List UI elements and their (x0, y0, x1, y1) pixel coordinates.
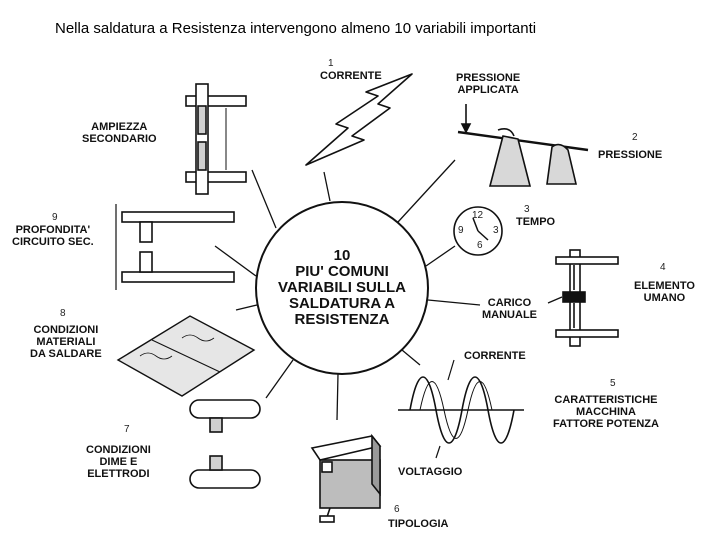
number-1: 1 (328, 58, 334, 69)
carico-pointer (547, 296, 563, 304)
spoke-elemento (427, 299, 481, 306)
label-pressione-applicata: PRESSIONE APPLICATA (456, 72, 521, 96)
label-tempo: TEMPO (516, 216, 556, 228)
number-5: 5 (610, 378, 616, 389)
number-6: 6 (394, 504, 400, 515)
spoke-tipologia (336, 373, 339, 421)
number-2: 2 (632, 132, 638, 143)
label-ampiezza: AMPIEZZA SECONDARIO (82, 121, 157, 145)
secondary-width-icon (185, 83, 247, 195)
center-line: RESISTENZA (294, 311, 390, 328)
spoke-materiali (235, 304, 258, 311)
sheet-material-icon (116, 315, 256, 397)
transformer-icon (310, 433, 382, 523)
label-corrente-onda: CORRENTE (464, 350, 526, 362)
number-8: 8 (60, 308, 66, 319)
spoke-caratteristiche (401, 349, 421, 366)
clock-icon (453, 206, 503, 256)
center-label: 10 PIU' COMUNI VARIABILI SULLA SALDATURA… (250, 248, 434, 328)
number-3: 3 (524, 204, 530, 215)
waveform-icon (398, 359, 524, 459)
label-dime-elettrodi: CONDIZIONI DIME E ELETTRODI (86, 444, 151, 480)
center-circle (255, 201, 429, 375)
label-voltaggio: VOLTAGGIO (398, 466, 463, 478)
number-7: 7 (124, 424, 130, 435)
center-line: 10 (333, 247, 351, 264)
number-4: 4 (660, 262, 666, 273)
spoke-profondita (214, 245, 257, 277)
label-elemento-umano: ELEMENTO UMANO (634, 280, 695, 304)
label-materiali: CONDIZIONI MATERIALI DA SALDARE (30, 324, 102, 360)
manual-clamp-icon (555, 249, 619, 347)
spokes (214, 159, 481, 421)
electrodes-icon (189, 399, 261, 489)
spoke-pressione (397, 159, 456, 223)
label-caratteristiche: CARATTERISTICHE MACCHINA FATTORE POTENZA (553, 394, 659, 430)
label-pressione: PRESSIONE (598, 149, 663, 161)
label-corrente: CORRENTE (320, 70, 382, 82)
clock-number-12: 12 (472, 210, 484, 221)
center-line: SALDATURA A (288, 295, 396, 312)
center-line: PIU' COMUNI (295, 263, 389, 280)
spoke-tempo (425, 245, 456, 267)
clock-number-6: 6 (477, 240, 483, 251)
label-tipologia: TIPOLOGIA (388, 518, 449, 530)
page-title: Nella saldatura a Resistenza intervengon… (55, 20, 537, 37)
center-line: VARIABILI SULLA (277, 279, 407, 296)
number-9: 9 (52, 212, 58, 223)
spoke-dime (265, 359, 294, 399)
label-carico-manuale: CARICO MANUALE (482, 297, 537, 321)
pressure-lever-icon (457, 104, 589, 187)
spoke-ampiezza (251, 169, 277, 229)
secondary-depth-icon (115, 204, 235, 290)
clock-number-3: 3 (493, 225, 499, 236)
clock-number-9: 9 (458, 225, 464, 236)
lightning-bolt-icon (305, 73, 413, 166)
label-profondita: PROFONDITA' CIRCUITO SEC. (12, 224, 94, 248)
spoke-corrente (323, 171, 331, 202)
